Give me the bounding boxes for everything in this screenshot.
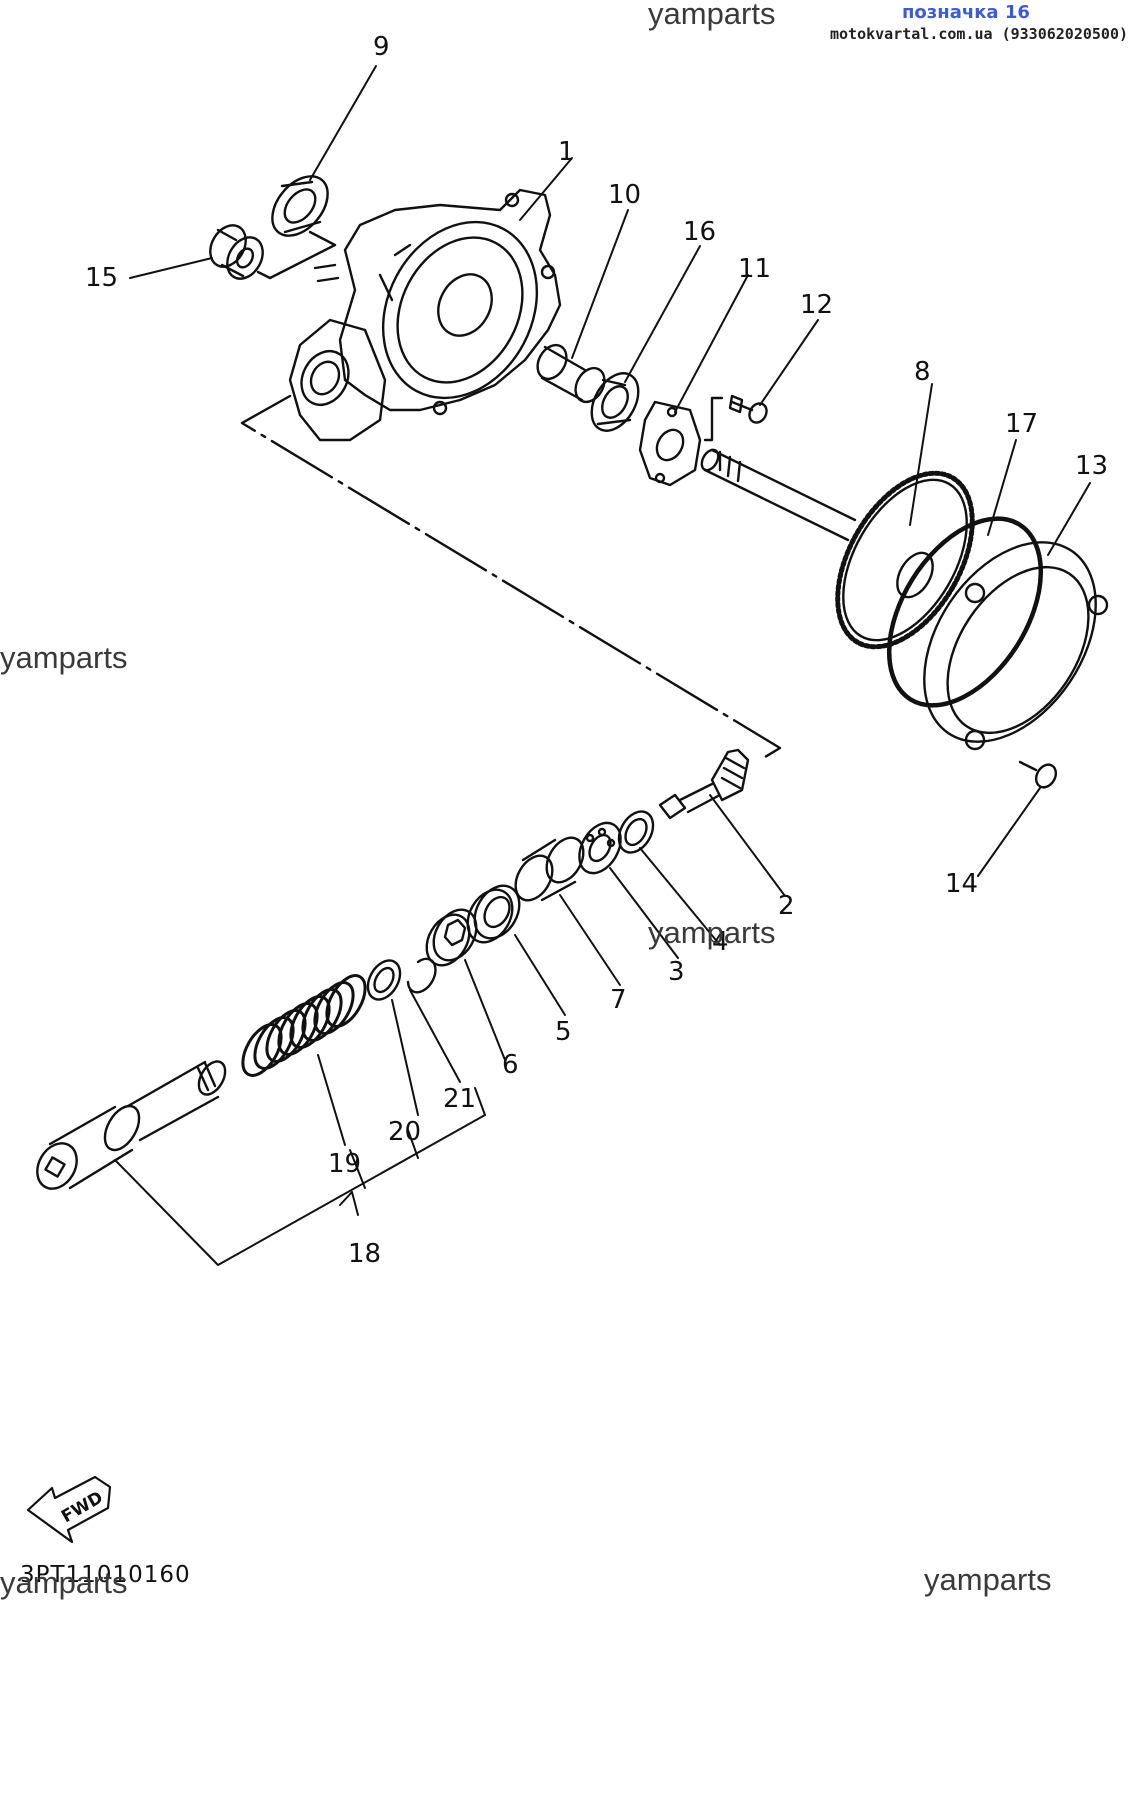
part-19-spring bbox=[241, 974, 367, 1077]
callout-7: 7 bbox=[610, 985, 627, 1015]
callout-9: 9 bbox=[373, 32, 390, 62]
source-site-label: motokvartal.com.ua (933062020500) bbox=[830, 25, 1129, 43]
part-1-housing bbox=[288, 188, 562, 442]
callout-1: 1 bbox=[558, 137, 575, 167]
callout-17: 17 bbox=[1005, 409, 1038, 439]
part-8-shaft-gear bbox=[700, 448, 975, 650]
callout-13: 13 bbox=[1075, 451, 1108, 481]
part-11-leader-bracket bbox=[703, 396, 724, 442]
callout-5: 5 bbox=[555, 1017, 572, 1047]
callout-21: 21 bbox=[443, 1084, 476, 1114]
callout-20: 20 bbox=[388, 1117, 421, 1147]
callout-6: 6 bbox=[502, 1050, 519, 1080]
part-3-bearing bbox=[578, 821, 622, 875]
part-4-washer bbox=[617, 810, 655, 854]
assembly-line bbox=[240, 394, 782, 762]
watermark: yamparts bbox=[0, 640, 128, 675]
part-7-collar bbox=[514, 836, 585, 902]
part-2-pinion-shaft bbox=[658, 748, 750, 820]
callout-11: 11 bbox=[738, 254, 771, 284]
part-18-bracket bbox=[114, 1087, 486, 1266]
callout-2: 2 bbox=[778, 891, 795, 921]
diagram-code: 3PT11010160 bbox=[20, 1562, 191, 1588]
part-20-washer bbox=[366, 959, 402, 1001]
part-13-cover bbox=[923, 541, 1109, 751]
part-12-bolt bbox=[728, 394, 768, 424]
part-9-bearing bbox=[271, 175, 329, 237]
watermark: yamparts bbox=[0, 1565, 128, 1600]
diagram-title: позначка 16 bbox=[902, 2, 1030, 23]
watermark: yamparts bbox=[924, 1562, 1052, 1597]
callout-19: 19 bbox=[328, 1149, 361, 1179]
part-21-circlip bbox=[406, 957, 437, 994]
callout-18: 18 bbox=[348, 1239, 381, 1269]
leader-lines bbox=[129, 65, 1091, 1146]
callout-10: 10 bbox=[608, 180, 641, 210]
watermark: yamparts bbox=[648, 915, 776, 950]
part-17-o-ring bbox=[886, 516, 1044, 708]
callout-4: 4 bbox=[712, 927, 729, 957]
callout-12: 12 bbox=[800, 290, 833, 320]
part-5-bearing bbox=[466, 884, 521, 944]
part-10-collar bbox=[536, 343, 606, 404]
part-15-leader-bracket bbox=[256, 230, 337, 280]
watermark: yamparts bbox=[648, 0, 776, 31]
part-14-screw bbox=[1018, 760, 1058, 789]
fwd-arrow-icon bbox=[26, 1475, 112, 1544]
part-18-shaft bbox=[36, 1060, 227, 1190]
part-11-plate bbox=[638, 400, 702, 487]
part-16-bearing bbox=[590, 372, 640, 432]
callout-16: 16 bbox=[683, 217, 716, 247]
callout-15: 15 bbox=[85, 263, 118, 293]
callout-14: 14 bbox=[945, 869, 978, 899]
callout-3: 3 bbox=[668, 957, 685, 987]
part-15-bushing bbox=[209, 224, 264, 280]
callout-8: 8 bbox=[914, 357, 931, 387]
part-18-bracket-stem bbox=[339, 1191, 359, 1216]
